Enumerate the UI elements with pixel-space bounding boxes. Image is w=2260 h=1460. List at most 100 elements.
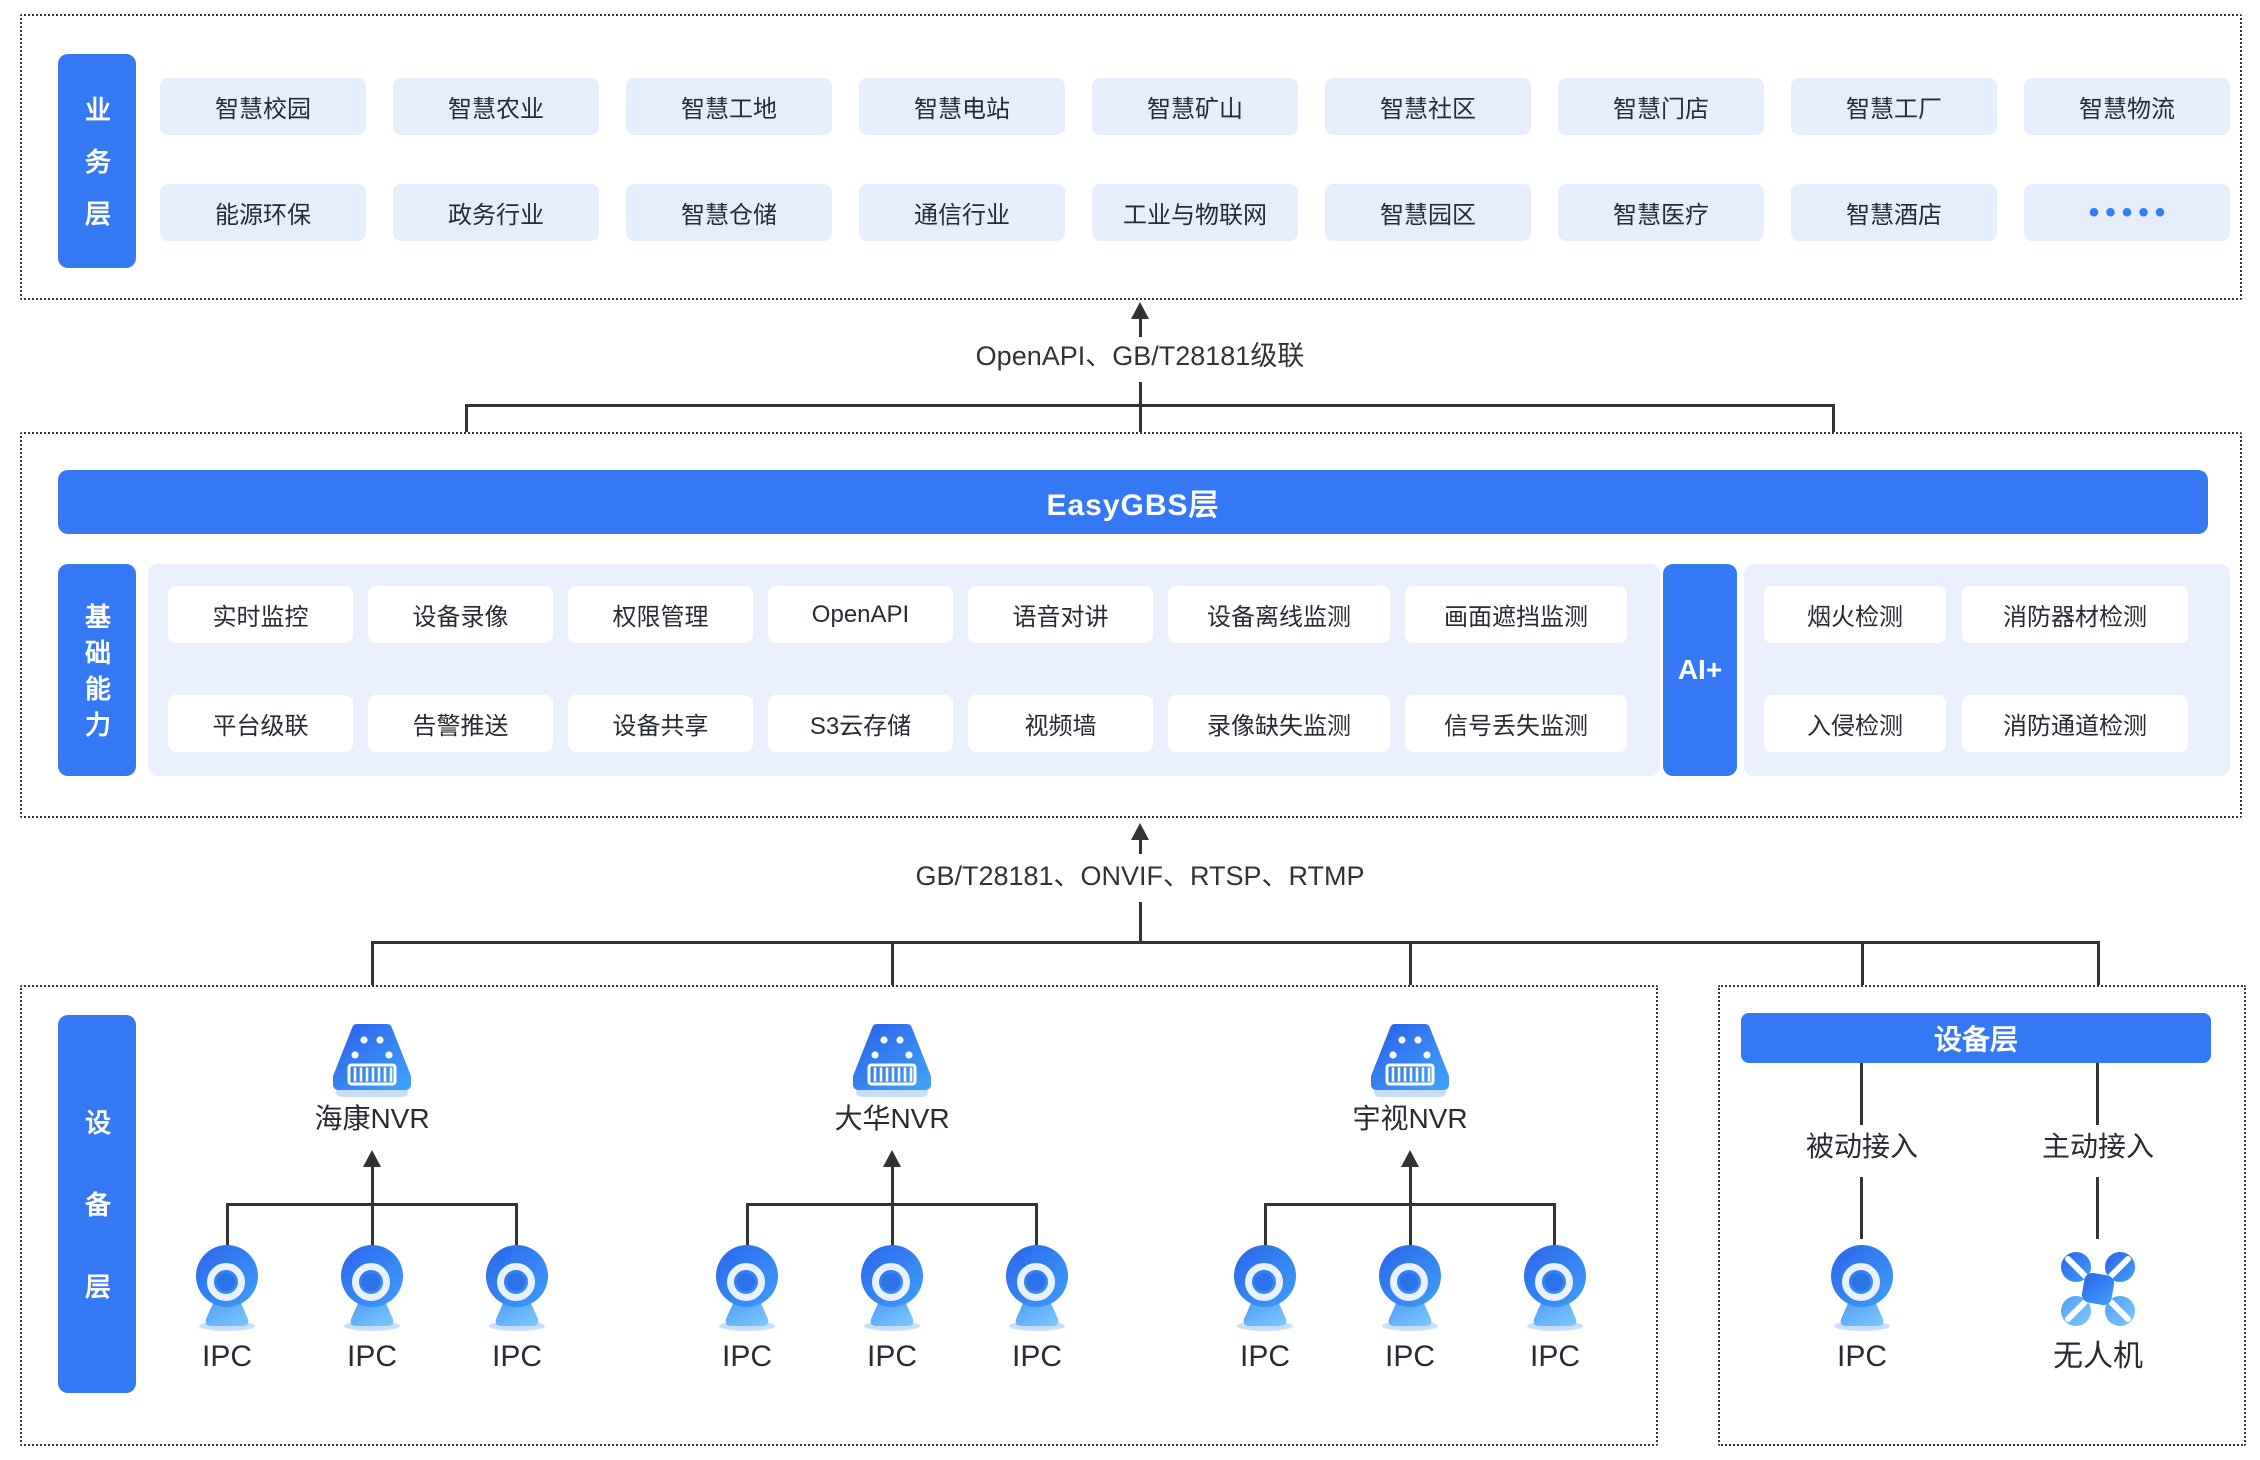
capabilities-row2: 平台级联 告警推送 设备共享 S3云存储 视频墙 录像缺失监测 信号丢失监测 [168,695,1627,752]
business-chip: 智慧工地 [626,78,832,135]
capability-chip: 信号丢失监测 [1405,695,1627,752]
business-chip: 智慧物流 [2024,78,2230,135]
capability-chip: 实时监控 [168,586,353,643]
device-layer-label: 设备层 [58,1015,136,1393]
connector-top-label: OpenAPI、GB/T28181级联 [975,341,1305,371]
connector-line [1860,1177,1863,1239]
nvr-icon [324,1019,420,1103]
capabilities-row1: 实时监控 设备录像 权限管理 OpenAPI 语音对讲 设备离线监测 画面遮挡监… [168,586,1627,643]
connector-bottom-label: GB/T28181、ONVIF、RTSP、RTMP [915,861,1365,891]
ipc-label: IPC [201,1340,252,1373]
easygbs-title-bar: EasyGBS层 [58,470,2208,534]
ai-row1: 烟火检测 消防器材检测 [1764,586,2188,643]
business-chip: 智慧矿山 [1092,78,1298,135]
connector-line [1264,1203,1267,1245]
up-arrow-icon [883,1150,901,1167]
connector-line [2096,1063,2099,1125]
connector-line [465,404,1835,407]
ai-chip: 消防器材检测 [1962,586,2188,643]
business-chip: 智慧社区 [1325,78,1531,135]
platform-layer-panel: EasyGBS层 基础能力 实时监控 设备录像 权限管理 OpenAPI 语音对… [20,432,2242,818]
connector-line [1861,941,1864,1015]
connector-line [226,1203,229,1245]
connector-line [371,941,374,1021]
connector-line [1139,902,1142,941]
ipc-icon [999,1243,1075,1331]
business-layer-label: 业务层 [58,54,136,268]
connector-line [1264,1203,1556,1206]
passive-access-label: 被动接入 [1805,1131,1918,1162]
nvr-label: 大华NVR [834,1103,950,1134]
drone-icon [2054,1245,2142,1333]
connector-line [891,941,894,1021]
capability-chip: 语音对讲 [968,586,1153,643]
connector-line [746,1203,1038,1206]
business-chips-row2: 能源环保 政务行业 智慧仓储 通信行业 工业与物联网 智慧园区 智慧医疗 智慧酒… [160,184,2230,241]
connector-line [746,1203,749,1245]
nvr-label: 宇视NVR [1352,1103,1468,1134]
ipc-icon [854,1243,930,1331]
connector-line [370,1165,374,1255]
connector-line [226,1203,518,1206]
connector-line [1139,838,1142,854]
connector-line [1553,1203,1556,1245]
nvr-icon [844,1019,940,1103]
capability-chip: 告警推送 [368,695,553,752]
connector-line [515,1203,518,1245]
up-arrow-icon [1401,1150,1419,1167]
capability-chip: 设备离线监测 [1168,586,1390,643]
up-arrow-icon [1131,823,1149,840]
device-layer-panel: 设备层 海康NVR IPC IPC IPC 大华NVR IPC IPC IPC … [20,985,1658,1446]
ai-container: 烟火检测 消防器材检测 入侵检测 消防通道检测 [1744,564,2230,776]
ipc-label: IPC [1011,1340,1062,1373]
capabilities-container: 实时监控 设备录像 权限管理 OpenAPI 语音对讲 设备离线监测 画面遮挡监… [148,564,1660,776]
business-chip: 智慧校园 [160,78,366,135]
device-right-panel: 设备层 被动接入 主动接入 IPC 无人机 [1718,985,2246,1446]
ai-chip: 烟火检测 [1764,586,1946,643]
capability-chip: 平台级联 [168,695,353,752]
ipc-label: IPC [1836,1340,1887,1373]
nvr-icon [1362,1019,1458,1103]
business-chip: 智慧医疗 [1558,184,1764,241]
ipc-icon [334,1243,410,1331]
business-chip: 智慧农业 [393,78,599,135]
capability-chip: 视频墙 [968,695,1153,752]
ipc-label: IPC [1239,1340,1290,1373]
ipc-label: IPC [1384,1340,1435,1373]
business-chip: 智慧工厂 [1791,78,1997,135]
ipc-icon [1227,1243,1303,1331]
ai-chip: 消防通道检测 [1962,695,2188,752]
up-arrow-icon [1131,302,1149,319]
ipc-icon [1517,1243,1593,1331]
ipc-label: IPC [346,1340,397,1373]
business-chip: 通信行业 [859,184,1065,241]
connector-line [1139,317,1142,337]
device-right-title-bar: 设备层 [1741,1013,2211,1063]
connector-line [1035,1203,1038,1245]
business-chip: 智慧园区 [1325,184,1531,241]
ipc-icon [1824,1243,1900,1331]
ipc-label: IPC [491,1340,542,1373]
business-chip: 工业与物联网 [1092,184,1298,241]
ipc-label: IPC [721,1340,772,1373]
ipc-label: IPC [1529,1340,1580,1373]
capability-chip: OpenAPI [768,586,953,643]
business-chip: 政务行业 [393,184,599,241]
ai-chip: 入侵检测 [1764,695,1946,752]
connector-line [890,1165,894,1255]
ipc-icon [1372,1243,1448,1331]
business-chips-row1: 智慧校园 智慧农业 智慧工地 智慧电站 智慧矿山 智慧社区 智慧门店 智慧工厂 … [160,78,2230,135]
ipc-icon [479,1243,555,1331]
capabilities-label: 基础能力 [58,564,136,776]
business-chip: 能源环保 [160,184,366,241]
connector-line [1139,382,1142,470]
connector-line [1408,1165,1412,1255]
business-chip: 智慧仓储 [626,184,832,241]
capability-chip: 权限管理 [568,586,753,643]
capability-chip: S3云存储 [768,695,953,752]
capability-chip: 录像缺失监测 [1168,695,1390,752]
business-chip: 智慧门店 [1558,78,1764,135]
ipc-icon [189,1243,265,1331]
connector-line [1860,1063,1863,1125]
